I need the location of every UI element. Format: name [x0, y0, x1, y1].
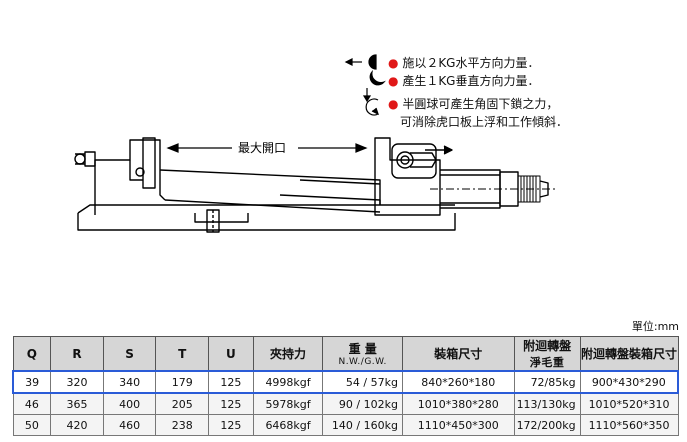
cell-t: 205 — [155, 392, 209, 415]
note-4-text: 可消除虎口板上浮和工作傾斜． — [400, 115, 569, 129]
rotate-arrow-icon — [365, 98, 380, 116]
cell-packing-size: 840*260*180 — [401, 370, 515, 394]
cell-r: 365 — [50, 392, 104, 415]
header-r: R — [50, 336, 104, 372]
table-row: 46 365 400 205 125 5978kgf 90 / 102kg 10… — [12, 392, 679, 415]
cell-packing-size: 1010*380*280 — [401, 392, 515, 415]
bullet-dot-icon: ● — [388, 74, 399, 88]
header-weight: 重 量 N.W./G.W. — [322, 336, 403, 372]
cell-turntable-packing-size: 1110*560*350 — [579, 414, 679, 436]
quarter-moon-icon — [369, 69, 386, 86]
cell-turntable-packing-size: 900*430*290 — [579, 370, 679, 394]
cell-turntable-weight: 172/200kg — [513, 414, 581, 436]
force-icons — [344, 54, 386, 116]
vise-base — [77, 213, 456, 231]
note-3: ● 半圓球可產生角固下鎖之力， — [388, 95, 558, 112]
cell-s: 460 — [102, 414, 157, 436]
max-opening-label: 最大開口 — [238, 141, 286, 155]
note-2-text: 產生１KG垂直方向力量． — [402, 74, 540, 88]
note-2: ● 產生１KG垂直方向力量． — [388, 72, 539, 89]
header-q: Q — [12, 336, 52, 372]
cell-turntable-weight: 113/130kg — [513, 392, 581, 415]
cell-turntable-weight: 72/85kg — [513, 370, 581, 394]
note-1-text: 施以２KG水平方向力量． — [402, 56, 540, 70]
cell-clamping-force: 5978kgf — [252, 392, 324, 415]
cell-t: 179 — [155, 370, 209, 394]
note-4: 可消除虎口板上浮和工作傾斜． — [400, 113, 568, 130]
bullet-dot-icon: ● — [388, 97, 399, 111]
header-u: U — [208, 336, 254, 372]
half-circle-left-icon — [368, 54, 377, 70]
spec-table: Q R S T U 夾持力 重 量 N.W./G.W. 裝箱尺寸 附迴轉盤 淨毛… — [12, 336, 679, 436]
note-3-text: 半圓球可產生角固下鎖之力， — [402, 97, 559, 111]
cell-q: 39 — [12, 370, 52, 394]
cell-turntable-packing-size: 1010*520*310 — [579, 392, 679, 415]
header-t: T — [155, 336, 209, 372]
table-row: 50 420 460 238 125 6468kgf 140 / 160kg 1… — [12, 414, 679, 436]
cell-u: 125 — [208, 414, 254, 436]
cell-weight: 140 / 160kg — [322, 414, 403, 436]
cell-u: 125 — [208, 370, 254, 394]
movable-jaw — [374, 137, 441, 216]
cell-clamping-force: 6468kgf — [252, 414, 324, 436]
header-s: S — [102, 336, 157, 372]
cell-q: 50 — [12, 414, 52, 436]
header-packing-size: 裝箱尺寸 — [401, 336, 515, 372]
note-1: ● 施以２KG水平方向力量． — [388, 54, 539, 71]
max-opening-dimension — [166, 143, 368, 153]
cell-u: 125 — [208, 392, 254, 415]
header-clamping-force: 夾持力 — [252, 336, 324, 372]
header-turntable-packing-size: 附迴轉盤裝箱尺寸 — [579, 336, 679, 372]
cell-packing-size: 1110*450*300 — [401, 414, 515, 436]
vise-technical-drawing: 最大開口 — [74, 54, 555, 233]
cell-t: 238 — [155, 414, 209, 436]
header-turntable-weight: 附迴轉盤 淨毛重 — [513, 336, 581, 372]
cell-r: 420 — [50, 414, 104, 436]
unit-label: 單位:mm — [631, 320, 679, 333]
cell-clamping-force: 4998kgf — [252, 370, 324, 394]
cell-s: 400 — [102, 392, 157, 415]
cell-r: 320 — [50, 370, 104, 394]
cell-weight: 90 / 102kg — [322, 392, 403, 415]
table-header-row: Q R S T U 夾持力 重 量 N.W./G.W. 裝箱尺寸 附迴轉盤 淨毛… — [12, 336, 679, 372]
cell-q: 46 — [12, 392, 52, 415]
vise-bed — [159, 169, 381, 205]
cell-weight: 54 / 57kg — [322, 370, 403, 394]
table-row: 39 320 340 179 125 4998kgf 54 / 57kg 840… — [12, 370, 679, 394]
cell-s: 340 — [102, 370, 157, 394]
bullet-dot-icon: ● — [388, 56, 399, 70]
